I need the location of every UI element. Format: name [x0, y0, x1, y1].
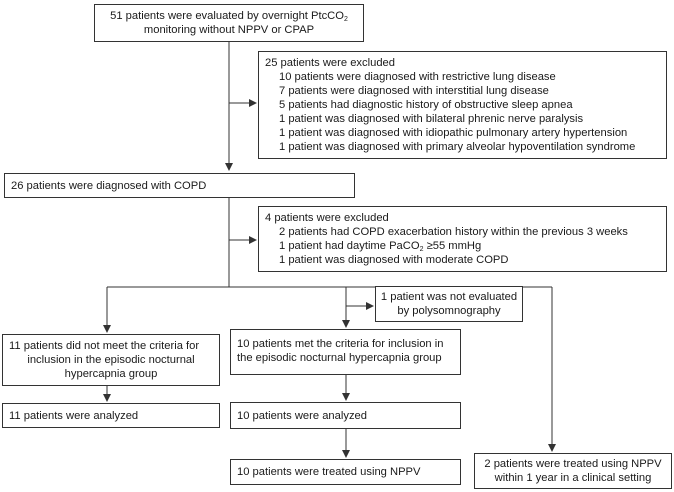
excluded-4-item-1: 2 patients had COPD exacerbation history… — [279, 226, 628, 238]
excluded-25-box: 25 patients were excluded 10 patients we… — [258, 51, 667, 159]
excluded-25-item: 1 patient was diagnosed with idiopathic … — [279, 127, 628, 139]
treated-2-line-1: 2 patients were treated using NPPV — [484, 458, 662, 470]
excluded-25-item: 1 patient was diagnosed with bilateral p… — [279, 113, 584, 125]
did-not-meet-line-1: 11 patients did not meet the criteria fo… — [9, 340, 200, 352]
met-criteria-box: 10 patients met the criteria for inclusi… — [230, 329, 461, 375]
copd-diagnosed-text: 26 patients were diagnosed with COPD — [11, 180, 207, 192]
treated-2-box: 2 patients were treated using NPPV withi… — [474, 453, 672, 489]
analyzed-10-text: 10 patients were analyzed — [237, 410, 367, 422]
excluded-25-heading: 25 patients were excluded — [265, 57, 395, 69]
did-not-meet-line-3: hypercapnia group — [64, 368, 158, 380]
excluded-25-item: 5 patients had diagnostic history of obs… — [279, 99, 573, 111]
analyzed-10-box: 10 patients were analyzed — [230, 402, 461, 429]
excluded-25-list: 10 patients were diagnosed with restrict… — [265, 70, 660, 154]
treated-10-text: 10 patients were treated using NPPV — [237, 466, 421, 478]
not-evaluated-box: 1 patient was not evaluated by polysomno… — [375, 286, 523, 322]
treated-2-line-2: within 1 year in a clinical setting — [494, 472, 652, 484]
did-not-meet-criteria-box: 11 patients did not meet the criteria fo… — [2, 334, 220, 386]
excluded-4-heading: 4 patients were excluded — [265, 212, 389, 224]
copd-diagnosed-box: 26 patients were diagnosed with COPD — [4, 173, 355, 198]
met-criteria-line-1: 10 patients met the criteria for inclusi… — [237, 338, 444, 350]
not-evaluated-line-2: by polysomnography — [397, 305, 501, 317]
excluded-4-list: 2 patients had COPD exacerbation history… — [265, 225, 660, 267]
initial-line-2: monitoring without NPPV or CPAP — [143, 24, 315, 36]
not-evaluated-line-1: 1 patient was not evaluated — [380, 291, 518, 303]
initial-line-1: 51 patients were evaluated by overnight … — [110, 10, 348, 23]
excluded-25-item: 7 patients were diagnosed with interstit… — [279, 85, 549, 97]
excluded-25-item: 10 patients were diagnosed with restrict… — [279, 71, 556, 83]
excluded-4-box: 4 patients were excluded 2 patients had … — [258, 206, 667, 272]
met-criteria-line-2: the episodic nocturnal hypercapnia group — [237, 352, 442, 364]
excluded-25-item: 1 patient was diagnosed with primary alv… — [279, 141, 636, 153]
did-not-meet-line-2: inclusion in the episodic nocturnal — [27, 354, 195, 366]
excluded-4-item-2: 1 patient had daytime PaCO2 ≥55 mmHg — [279, 240, 482, 253]
analyzed-11-box: 11 patients were analyzed — [2, 403, 220, 428]
analyzed-11-text: 11 patients were analyzed — [9, 410, 139, 422]
treated-10-box: 10 patients were treated using NPPV — [230, 459, 461, 485]
excluded-4-item-3: 1 patient was diagnosed with moderate CO… — [279, 254, 509, 266]
initial-evaluation-box: 51 patients were evaluated by overnight … — [94, 4, 364, 42]
